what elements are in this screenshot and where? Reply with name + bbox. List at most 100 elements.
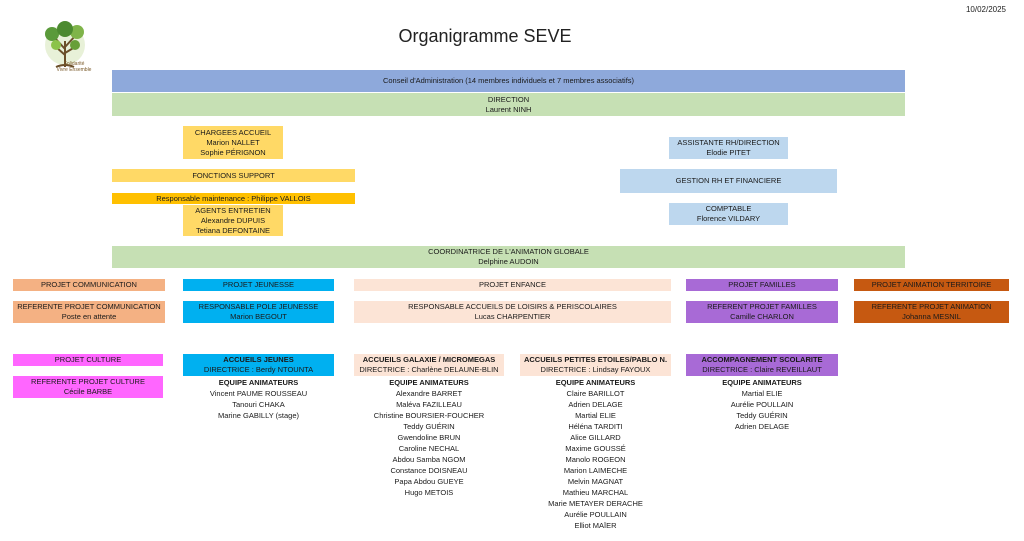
list-item: Adrien DELAGE	[568, 400, 623, 409]
accueil-directrice: DIRECTRICE : Lindsay FAYOUX	[540, 365, 651, 374]
list-item: Tanouri CHAKA	[232, 400, 285, 409]
list-item: Melvin MAGNAT	[567, 477, 624, 486]
list-item: Hugo METOIS	[404, 488, 454, 497]
referent-label: RESPONSABLE POLE JEUNESSE	[198, 302, 319, 311]
accueils-petites-etoiles-box: ACCUEILS PETITES ETOILES/PABLO N. DIRECT…	[520, 354, 671, 376]
projet-enfance-box: PROJET ENFANCE	[354, 279, 671, 291]
agents-name: Tetiana DEFONTAINE	[195, 225, 271, 235]
list-item: Christine BOURSIER-FOUCHER	[373, 411, 485, 420]
list-item: Vincent PAUME ROUSSEAU	[209, 389, 308, 398]
referent-label: RESPONSABLE ACCUEILS DE LOISIRS & PERISC…	[408, 302, 617, 311]
list-item: Papa Abdou GUEYE	[394, 477, 464, 486]
list-item: Caroline NECHAL	[398, 444, 460, 453]
responsable-enfance-box: RESPONSABLE ACCUEILS DE LOISIRS & PERISC…	[354, 301, 671, 323]
list-item: Elliot MAÏER	[574, 521, 617, 530]
date: 10/02/2025	[965, 5, 1006, 14]
list-item: Aurélie POULLAIN	[564, 510, 627, 519]
board-label: Conseil d'Administration (14 membres ind…	[382, 76, 635, 85]
comptable-label: COMPTABLE	[705, 204, 752, 213]
list-item: Martial ELIE	[741, 389, 783, 398]
referente-culture-box: REFERENTE PROJET CULTURE Cécile BARBE	[13, 376, 163, 398]
chargees-accueil-box: CHARGEES ACCUEIL Marion NALLET Sophie PÉ…	[183, 126, 283, 159]
agents-entretien-box: AGENTS ENTRETIEN Alexandre DUPUIS Tetian…	[183, 205, 283, 236]
equipe-scolarite-list: EQUIPE ANIMATEURS Martial ELIE Aurélie P…	[686, 377, 838, 432]
referent-label: REFERENTE PROJET COMMUNICATION	[17, 302, 161, 311]
list-item: Abdou Samba NGOM	[392, 455, 466, 464]
gestion-label: GESTION RH ET FINANCIERE	[675, 176, 782, 185]
projet-jeunesse-box: PROJET JEUNESSE	[183, 279, 334, 291]
equipe-heading: EQUIPE ANIMATEURS	[218, 378, 299, 387]
list-item: Adrien DELAGE	[734, 422, 790, 431]
direction-box: DIRECTION Laurent NINH	[112, 93, 905, 116]
list-item: Claire BARILLOT	[566, 389, 625, 398]
fonctions-support-label: FONCTIONS SUPPORT	[192, 170, 275, 180]
projet-familles-box: PROJET FAMILLES	[686, 279, 838, 291]
projet-territoire-box: PROJET ANIMATION TERRITOIRE	[854, 279, 1009, 291]
list-item: Alice GILLARD	[570, 433, 621, 442]
accueils-jeunes-box: ACCUEILS JEUNES DIRECTRICE : Berdy NTOUN…	[183, 354, 334, 376]
list-item: Marion LAIMECHE	[563, 466, 628, 475]
projet-label: PROJET COMMUNICATION	[41, 280, 137, 289]
list-item: Manolo ROGEON	[565, 455, 626, 464]
responsable-jeunesse-box: RESPONSABLE POLE JEUNESSE Marion BEGOUT	[183, 301, 334, 323]
list-item: Mathieu MARCHAL	[562, 488, 629, 497]
list-item: Marine GABILLY (stage)	[217, 411, 299, 420]
gestion-rh-box: GESTION RH ET FINANCIERE	[620, 169, 837, 193]
assistante-name: Elodie PITET	[706, 148, 751, 157]
equipe-jeunes-list: EQUIPE ANIMATEURS Vincent PAUME ROUSSEAU…	[183, 377, 334, 421]
accompagnement-scolarite-box: ACCOMPAGNEMENT SCOLARITE DIRECTRICE : Cl…	[686, 354, 838, 376]
board-box: Conseil d'Administration (14 membres ind…	[112, 70, 905, 92]
referent-name: Marion BEGOUT	[230, 312, 287, 321]
referent-label: REFERENTE PROJET ANIMATION	[871, 302, 992, 311]
direction-label: DIRECTION	[487, 94, 530, 104]
tree-icon	[45, 21, 85, 68]
agents-label: AGENTS ENTRETIEN	[195, 205, 271, 215]
projet-label: PROJET FAMILLES	[728, 280, 796, 289]
direction-name: Laurent NINH	[485, 104, 532, 114]
accueil-directrice: DIRECTRICE : Charlène DELAUNE-BLIN	[359, 365, 499, 374]
accueil-label: ACCUEILS JEUNES	[223, 355, 294, 364]
projet-label: PROJET JEUNESSE	[222, 280, 295, 289]
projet-culture-box: PROJET CULTURE	[13, 354, 163, 366]
coordinatrice-label: COORDINATRICE DE L'ANIMATION GLOBALE	[428, 247, 589, 256]
referent-label: REFERENT PROJET FAMILLES	[707, 302, 817, 311]
projet-label: PROJET CULTURE	[54, 355, 122, 364]
accueil-directrice: DIRECTRICE : Claire REVEILLAUT	[702, 365, 822, 374]
referente-animation-box: REFERENTE PROJET ANIMATION Johanna MESNI…	[854, 301, 1009, 323]
accueils-galaxie-box: ACCUEILS GALAXIE / MICROMEGAS DIRECTRICE…	[354, 354, 504, 376]
accueil-label: ACCOMPAGNEMENT SCOLARITE	[701, 355, 823, 364]
referent-name: Camille CHARLON	[730, 312, 794, 321]
projet-label: PROJET ENFANCE	[479, 280, 546, 289]
equipe-heading: EQUIPE ANIMATEURS	[555, 378, 636, 387]
referent-name: Poste en attente	[61, 312, 117, 321]
referent-name: Lucas CHARPENTIER	[474, 312, 551, 321]
logo-text-2: Vivre Ensemble	[56, 67, 92, 73]
list-item: Martial ELIE	[575, 411, 616, 420]
referent-familles-box: REFERENT PROJET FAMILLES Camille CHARLON	[686, 301, 838, 323]
list-item: Aurélie POULLAIN	[730, 400, 794, 409]
list-item: Marie METAYER DERACHE	[548, 499, 643, 508]
equipe-galaxie-list: EQUIPE ANIMATEURS Alexandre BARRET Malév…	[354, 377, 504, 498]
list-item: Teddy GUÉRIN	[736, 411, 788, 420]
fonctions-support-box: FONCTIONS SUPPORT	[112, 169, 355, 182]
comptable-name: Florence VILDARY	[696, 214, 761, 223]
chargees-label: CHARGEES ACCUEIL	[194, 127, 272, 137]
projet-label: PROJET ANIMATION TERRITOIRE	[871, 280, 992, 289]
chargees-name: Marion NALLET	[206, 137, 260, 147]
assistante-label: ASSISTANTE RH/DIRECTION	[677, 138, 780, 147]
chargees-name: Sophie PÉRIGNON	[200, 147, 266, 157]
coordinatrice-name: Delphine AUDOIN	[478, 257, 539, 266]
list-item: Gwendoline BRUN	[397, 433, 461, 442]
assistante-rh-box: ASSISTANTE RH/DIRECTION Elodie PITET	[669, 137, 788, 159]
page-title: Organigramme SEVE	[398, 26, 572, 46]
seve-tree-logo: Solidarité Vivre Ensemble	[34, 17, 96, 81]
accueil-label: ACCUEILS GALAXIE / MICROMEGAS	[362, 355, 496, 364]
equipe-heading: EQUIPE ANIMATEURS	[389, 378, 469, 387]
accueil-directrice: DIRECTRICE : Berdy NTOUNTA	[203, 365, 314, 374]
equipe-heading: EQUIPE ANIMATEURS	[722, 378, 802, 387]
list-item: Héléna TARDITI	[568, 422, 623, 431]
referente-communication-box: REFERENTE PROJET COMMUNICATION Poste en …	[13, 301, 165, 323]
maintenance-box: Responsable maintenance : Philippe VALLO…	[112, 193, 355, 204]
accueil-label: ACCUEILS PETITES ETOILES/PABLO N.	[523, 355, 668, 364]
projet-communication-box: PROJET COMMUNICATION	[13, 279, 165, 291]
